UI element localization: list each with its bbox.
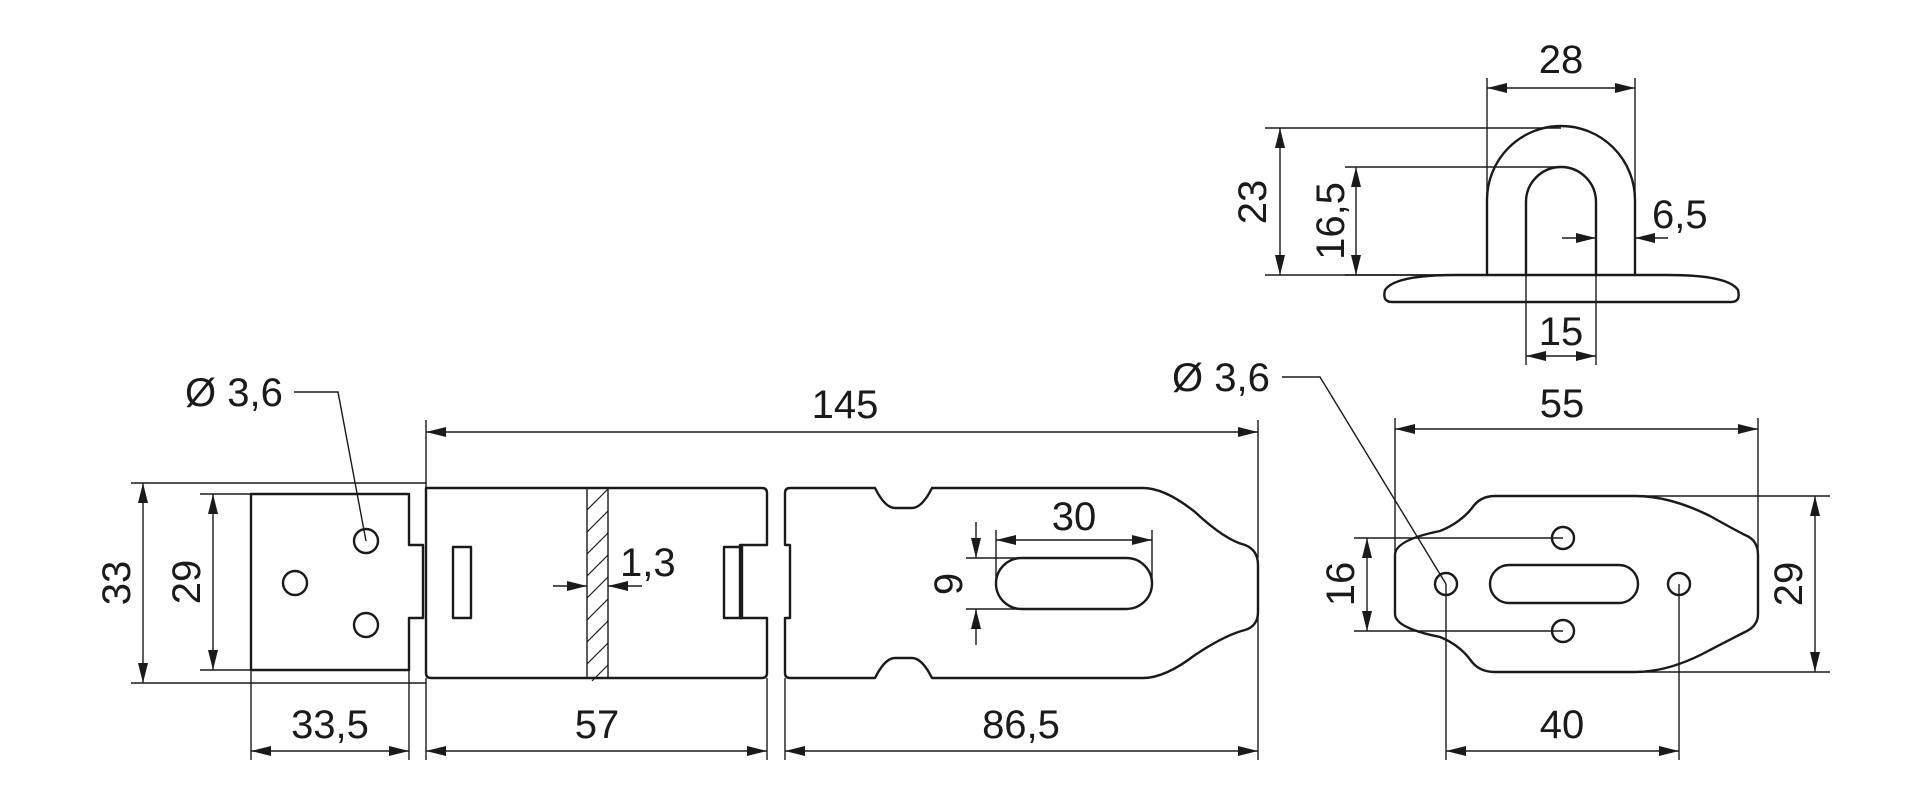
dim-text-slot-length: 30 (1052, 495, 1097, 539)
dim-text-staple-plate-height: 29 (1767, 562, 1811, 607)
mounting-hole (352, 611, 380, 639)
staple-loop-outer (1485, 124, 1637, 277)
dim-hinge-section-length: 57 (425, 678, 768, 760)
dim-text-overall-length: 145 (812, 383, 879, 427)
dim-text-plate-width: 33,5 (291, 703, 369, 747)
dim-text-hole-diameter: Ø 3,6 (185, 371, 283, 415)
dim-staple-plate-height: 29 (1635, 495, 1830, 673)
staple-plate-slot (1488, 563, 1640, 605)
dim-text-loop-height-outer: 23 (1231, 180, 1275, 225)
hasp-slot (994, 556, 1154, 611)
dim-hole-spacing-vertical: 16 (1319, 537, 1563, 632)
mounting-hole (281, 569, 309, 597)
staple-loop-inner (1524, 165, 1598, 277)
dim-loop-width: 28 (1486, 38, 1636, 200)
dim-text-hinge-section-length: 57 (575, 703, 620, 747)
dim-loop-height-inner: 16,5 (1309, 166, 1561, 276)
dim-loop-height-outer: 23 (1231, 127, 1561, 276)
dim-staple-hole-diameter: Ø 3,6 (1172, 356, 1447, 585)
dim-text-inner-width: 15 (1539, 310, 1584, 354)
dim-text-slot-width: 9 (927, 573, 971, 595)
dim-text-hole-spacing-horizontal: 40 (1540, 703, 1585, 747)
hasp-drawing (249, 486, 1260, 682)
dim-hole-spacing-horizontal: 40 (1445, 584, 1680, 760)
dim-thickness: 1,3 (553, 541, 676, 591)
dim-overall-length: 145 (425, 383, 1259, 558)
dim-plate-width: 33,5 (250, 670, 410, 760)
dim-text-loop-width: 28 (1539, 38, 1584, 82)
dim-text-loop-height-inner: 16,5 (1309, 182, 1353, 260)
dim-slot-width: 9 (927, 522, 1021, 645)
staple-base (1383, 273, 1740, 304)
dim-text-plate-length: 55 (1540, 382, 1585, 426)
dim-plate-length: 55 (1394, 382, 1759, 555)
dim-text-height-outer: 33 (95, 561, 139, 606)
dim-text-hole-spacing-vertical: 16 (1319, 562, 1363, 607)
dim-text-thickness: 1,3 (620, 541, 676, 585)
staple-plate-view (1393, 494, 1760, 674)
dim-hole-diameter: Ø 3,6 (185, 371, 367, 542)
dim-text-staple-hole-diameter: Ø 3,6 (1172, 356, 1270, 400)
dim-hasp-length: 86,5 (784, 612, 1259, 760)
dimensions: 145 33 29 Ø 3,6 33,5 (95, 38, 1830, 760)
hasp-strap (783, 486, 1260, 680)
dim-height-plate: 29 (165, 493, 251, 671)
hinge-knuckle (451, 545, 473, 620)
hinge-section (424, 486, 769, 680)
dim-text-wall-thickness: 6,5 (1652, 193, 1708, 237)
mounting-plate (249, 492, 425, 672)
dim-slot-length: 30 (995, 495, 1153, 583)
dim-text-hasp-length: 86,5 (982, 703, 1060, 747)
dim-text-height-plate: 29 (165, 560, 209, 605)
dim-inner-width: 15 (1525, 275, 1597, 365)
mounting-hole (352, 527, 380, 555)
thickness-section (586, 487, 609, 679)
staple-plate (1393, 494, 1760, 674)
dim-wall-thickness: 6,5 (1562, 193, 1708, 243)
hinge-knuckle (722, 545, 744, 620)
section-hatching (586, 488, 609, 682)
dim-height-outer: 33 (95, 482, 426, 684)
